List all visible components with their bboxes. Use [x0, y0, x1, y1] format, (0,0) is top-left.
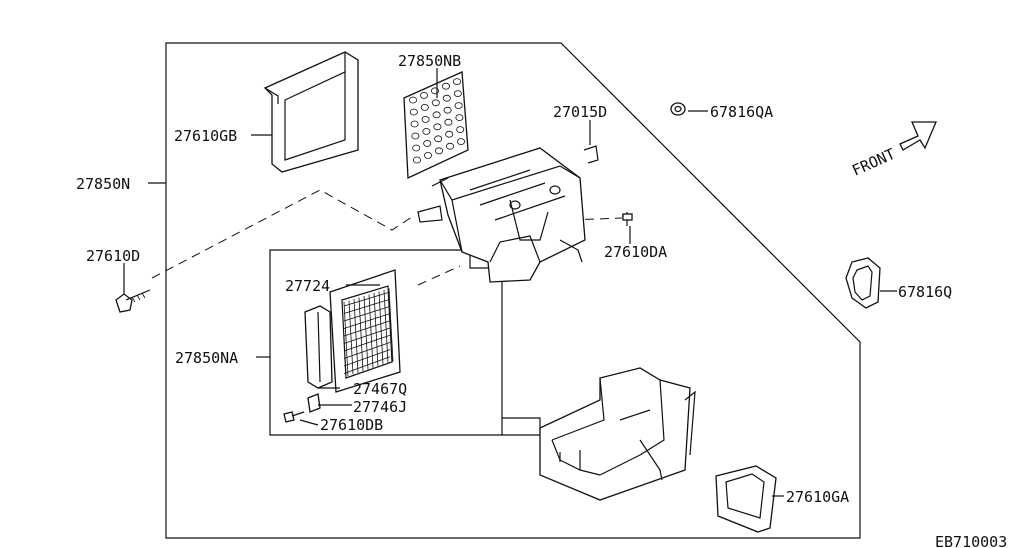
- label-27610GA: 27610GA: [786, 488, 849, 506]
- guide-line-upper: [151, 189, 416, 279]
- diagram-code: EB710003: [935, 533, 1007, 548]
- mesh-line: [343, 298, 391, 314]
- plate-hole: [423, 151, 432, 159]
- plate-hole: [410, 120, 419, 128]
- mesh-line: [358, 297, 364, 372]
- plate-hole: [455, 114, 464, 121]
- mesh-line: [343, 306, 391, 322]
- label-27850NB: 27850NB: [398, 52, 461, 70]
- mesh-line: [383, 289, 389, 364]
- mesh-line: [343, 313, 391, 329]
- plate-hole: [419, 92, 428, 99]
- label-67816QA: 67816QA: [710, 103, 773, 121]
- front-arrow: [899, 121, 937, 151]
- plate-hole: [434, 135, 443, 143]
- front-label: FRONT: [849, 145, 898, 180]
- label-27610D: 27610D: [86, 247, 140, 265]
- plate-hole: [430, 87, 439, 95]
- mesh-line: [343, 320, 391, 337]
- plate-hole: [454, 102, 463, 109]
- guide-line-lower: [417, 265, 461, 286]
- label-27850NA: 27850NA: [175, 349, 238, 367]
- screw-27610DB: [283, 411, 305, 423]
- plate-hole: [434, 147, 443, 155]
- assembly-frame: [165, 42, 861, 539]
- plate-hole: [431, 99, 440, 107]
- perforated-plate-27850NB: [403, 71, 469, 179]
- screw-27610DA: [622, 212, 633, 226]
- plate-hole: [421, 116, 430, 123]
- label-27850N: 27850N: [76, 175, 130, 193]
- screw-27610D: [115, 289, 151, 313]
- plate-hole: [456, 138, 465, 146]
- bracket-27746J: [307, 393, 321, 413]
- heater-unit-housing: [417, 147, 586, 283]
- plate-hole: [422, 127, 431, 135]
- label-27746J: 27746J: [353, 398, 407, 416]
- grommet-67816Q: [845, 257, 881, 309]
- plate-hole: [445, 130, 454, 138]
- label-27610GB: 27610GB: [174, 127, 237, 145]
- mesh-line: [348, 300, 354, 375]
- lower-housing: [539, 367, 696, 501]
- clip-27015D: [583, 145, 599, 164]
- plate-hole: [423, 139, 432, 147]
- sub-assembly-frame-tab: [502, 417, 541, 436]
- plate-hole: [453, 90, 462, 97]
- plate-hole: [441, 82, 450, 90]
- mesh-line: [343, 291, 391, 307]
- plate-hole: [442, 94, 451, 102]
- seal-frame-27610GA: [715, 465, 777, 533]
- plate-hole: [412, 156, 421, 164]
- grommet-67816QA: [670, 102, 686, 116]
- mesh-line: [343, 301, 349, 377]
- mesh-line: [343, 342, 391, 359]
- label-27610DA: 27610DA: [604, 243, 667, 261]
- seal-frame-27610GB: [263, 51, 359, 173]
- filter-frame-27467Q: [304, 305, 333, 389]
- mesh-line: [343, 334, 391, 352]
- mesh-line: [353, 298, 359, 373]
- plate-hole: [432, 111, 441, 119]
- mesh-line: [343, 349, 391, 367]
- plate-hole: [444, 118, 453, 126]
- mesh-line: [388, 288, 394, 362]
- leader-lines: [123, 68, 897, 497]
- plate-hole: [456, 126, 465, 134]
- mesh-line: [343, 356, 391, 374]
- plate-hole: [433, 123, 442, 131]
- plate-hole: [412, 144, 421, 152]
- plate-hole: [445, 142, 454, 150]
- filter-27724: [329, 269, 401, 393]
- label-27015D: 27015D: [553, 103, 607, 121]
- plate-hole: [409, 108, 418, 116]
- plate-hole: [411, 132, 420, 140]
- plate-hole: [452, 78, 461, 85]
- mesh-line: [343, 327, 391, 344]
- label-27467Q: 27467Q: [353, 380, 407, 398]
- label-67816Q: 67816Q: [898, 283, 952, 301]
- plate-hole: [443, 106, 452, 114]
- label-27724: 27724: [285, 277, 330, 295]
- label-27610DB: 27610DB: [320, 416, 383, 434]
- plate-hole: [420, 104, 429, 111]
- plate-hole: [408, 96, 417, 104]
